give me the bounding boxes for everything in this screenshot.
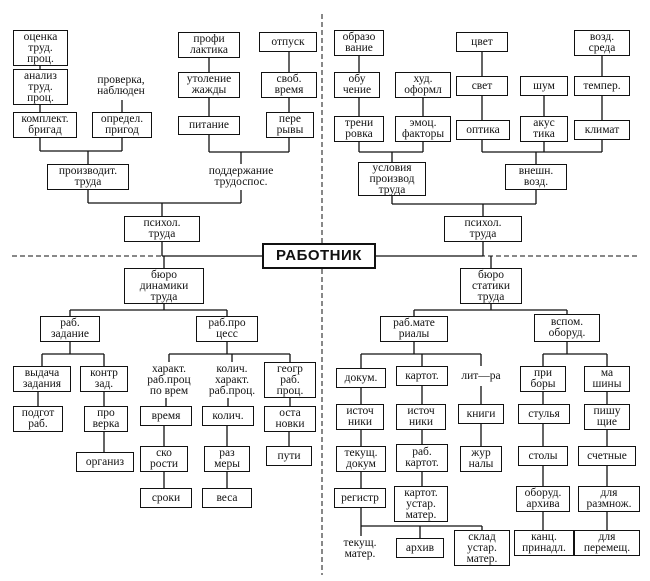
node-organiz: организ xyxy=(76,452,134,472)
node-vspom: вспом. оборуд. xyxy=(534,314,600,342)
node-geogr: геогр раб. проц. xyxy=(264,362,316,398)
node-psihol-right: психол. труда xyxy=(444,216,522,242)
node-razmnozh: для размнож. xyxy=(578,486,640,512)
node-vozd: возд. среда xyxy=(574,30,630,56)
node-svob: своб. время xyxy=(261,72,317,98)
node-pro-verka: про верка xyxy=(84,406,128,432)
node-rab-process: раб.про цесс xyxy=(196,316,258,342)
node-proizvodit: производит. труда xyxy=(47,164,129,190)
center-node-worker: РАБОТНИК xyxy=(262,243,376,269)
node-kartot: картот. xyxy=(396,366,448,386)
node-vydacha: выдача задания xyxy=(13,366,71,392)
node-cvet: цвет xyxy=(456,32,508,52)
node-svet: свет xyxy=(456,76,508,96)
node-arhiv: архив xyxy=(396,538,444,558)
node-peremesh: для перемещ. xyxy=(574,530,640,556)
node-psihol-left: психол. труда xyxy=(124,216,200,242)
node-buro-din: бюро динамики труда xyxy=(124,268,204,304)
node-rab-materialy: раб.мате риалы xyxy=(380,316,448,342)
node-pereryvy: пере рывы xyxy=(266,112,314,138)
node-trenirovka: трени ровка xyxy=(334,116,384,142)
node-oborud-arhiva: оборуд. архива xyxy=(516,486,570,512)
node-vesa: веса xyxy=(202,488,252,508)
node-tekush-dokum: текущ. докум xyxy=(336,446,386,472)
node-obuchenie: обу чение xyxy=(334,72,380,98)
node-registr: регистр xyxy=(334,488,386,508)
node-otpusk: отпуск xyxy=(259,32,317,52)
node-istochniki-1: источ ники xyxy=(336,404,384,430)
node-obrazovanie: образо вание xyxy=(334,30,384,56)
node-pitanie: питание xyxy=(178,116,240,135)
node-klimat: климат xyxy=(574,120,630,140)
node-podderzhanie: поддержание трудоспос. xyxy=(208,165,274,188)
node-mashiny: ма шины xyxy=(584,366,630,392)
node-schetnye: счетные xyxy=(578,446,636,466)
node-knigi: книги xyxy=(458,404,504,424)
node-vnesh: внешн. возд. xyxy=(505,164,567,190)
node-temper: темпер. xyxy=(574,76,630,96)
node-opredel: определ. пригод xyxy=(92,112,152,138)
node-proverka: проверка, наблюден xyxy=(97,74,145,97)
node-akustika: акус тика xyxy=(520,116,568,142)
node-razmery: раз меры xyxy=(204,446,250,472)
node-sroki: сроки xyxy=(140,488,192,508)
node-buro-stat: бюро статики труда xyxy=(460,268,522,304)
node-pribory: при боры xyxy=(520,366,566,392)
node-zhurnaly: жур налы xyxy=(460,446,502,472)
node-lit-ra: лит—ра xyxy=(461,369,501,382)
node-shum: шум xyxy=(520,76,568,96)
node-skorosti: ско рости xyxy=(140,446,188,472)
node-ocenka: оценка труд. проц. xyxy=(13,30,68,66)
node-emoc: эмоц. факторы xyxy=(395,116,451,142)
node-ostanovki: оста новки xyxy=(264,406,316,432)
node-podgot: подгот раб. xyxy=(13,406,63,432)
node-puti: пути xyxy=(266,446,312,466)
node-dokum: докум. xyxy=(336,368,386,388)
node-tekush-mater: текущ. матер. xyxy=(343,537,377,560)
node-kontr: контр зад. xyxy=(80,366,128,392)
node-analiz: анализ труд. проц. xyxy=(13,69,68,105)
node-stoly: столы xyxy=(518,446,568,466)
node-pishush: пишу щие xyxy=(584,404,630,430)
node-hud: худ. оформл xyxy=(395,72,451,98)
node-istochniki-2: источ ники xyxy=(396,404,446,430)
node-optika: оптика xyxy=(456,120,510,140)
node-komplekt: комплект. бригад xyxy=(13,112,77,138)
node-profilaktika: профи лактика xyxy=(178,32,240,58)
node-vremya: время xyxy=(140,406,192,426)
node-kanc: канц. принадл. xyxy=(514,530,574,556)
node-stulya: стулья xyxy=(518,404,570,424)
node-utolenie: утоление жажды xyxy=(178,72,240,98)
node-rab-kartot: раб. картот. xyxy=(396,444,448,472)
node-kolich-harakt: колич. характ. раб.проц. xyxy=(208,362,256,397)
node-sklad: склад устар. матер. xyxy=(454,530,510,566)
node-rab-zadanie: раб. задание xyxy=(40,316,100,342)
node-kolich: колич. xyxy=(202,406,254,426)
node-uslovia: условия производ труда xyxy=(358,162,426,196)
node-harakt: характ. раб.проц по врем xyxy=(147,362,191,397)
node-kartot-ustar: картот. устар. матер. xyxy=(394,486,448,522)
